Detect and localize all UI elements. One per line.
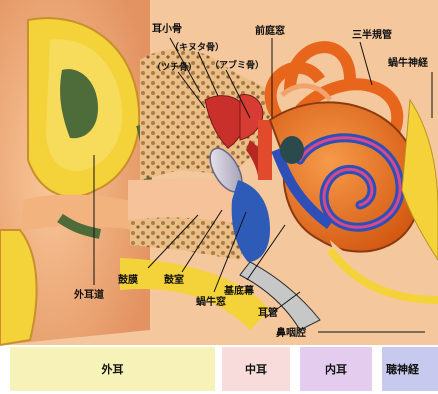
legend-outer-ear-label: 外耳 bbox=[102, 361, 124, 377]
label-tympanic-cavity: 鼓室 bbox=[164, 273, 184, 286]
label-eardrum: 鼓膜 bbox=[118, 273, 138, 286]
label-semicircular: 三半規管 bbox=[352, 28, 392, 41]
label-cochlear-window: 蝸牛窓 bbox=[196, 295, 226, 308]
legend-inner-ear-label: 内耳 bbox=[325, 361, 347, 377]
label-cochlear-nerve: 蝸牛神経 bbox=[388, 56, 429, 69]
label-ear-canal: 外耳道 bbox=[73, 288, 104, 301]
legend-middle-ear: 中耳 bbox=[222, 347, 290, 391]
legend-outer-ear: 外耳 bbox=[10, 347, 215, 391]
legend-middle-ear-label: 中耳 bbox=[245, 361, 267, 377]
label-eustachian-tube: 耳管 bbox=[258, 306, 278, 319]
legend-inner-ear: 内耳 bbox=[300, 347, 372, 391]
label-malleus: （ツチ骨） bbox=[152, 62, 197, 73]
label-basilar-membrane: 基底幕 bbox=[223, 284, 255, 297]
label-nasopharynx: 鼻咽腔 bbox=[276, 326, 306, 339]
legend-auditory-nerve: 聴神経 bbox=[382, 347, 438, 391]
label-vestibule: 前庭窓 bbox=[255, 24, 285, 37]
label-ossicles: 耳小骨 bbox=[152, 22, 182, 35]
label-incus: （キヌタ骨） bbox=[170, 41, 224, 53]
label-stapes: （アブミ骨） bbox=[210, 59, 264, 71]
legend-auditory-nerve-label: 聴神経 bbox=[386, 361, 419, 377]
